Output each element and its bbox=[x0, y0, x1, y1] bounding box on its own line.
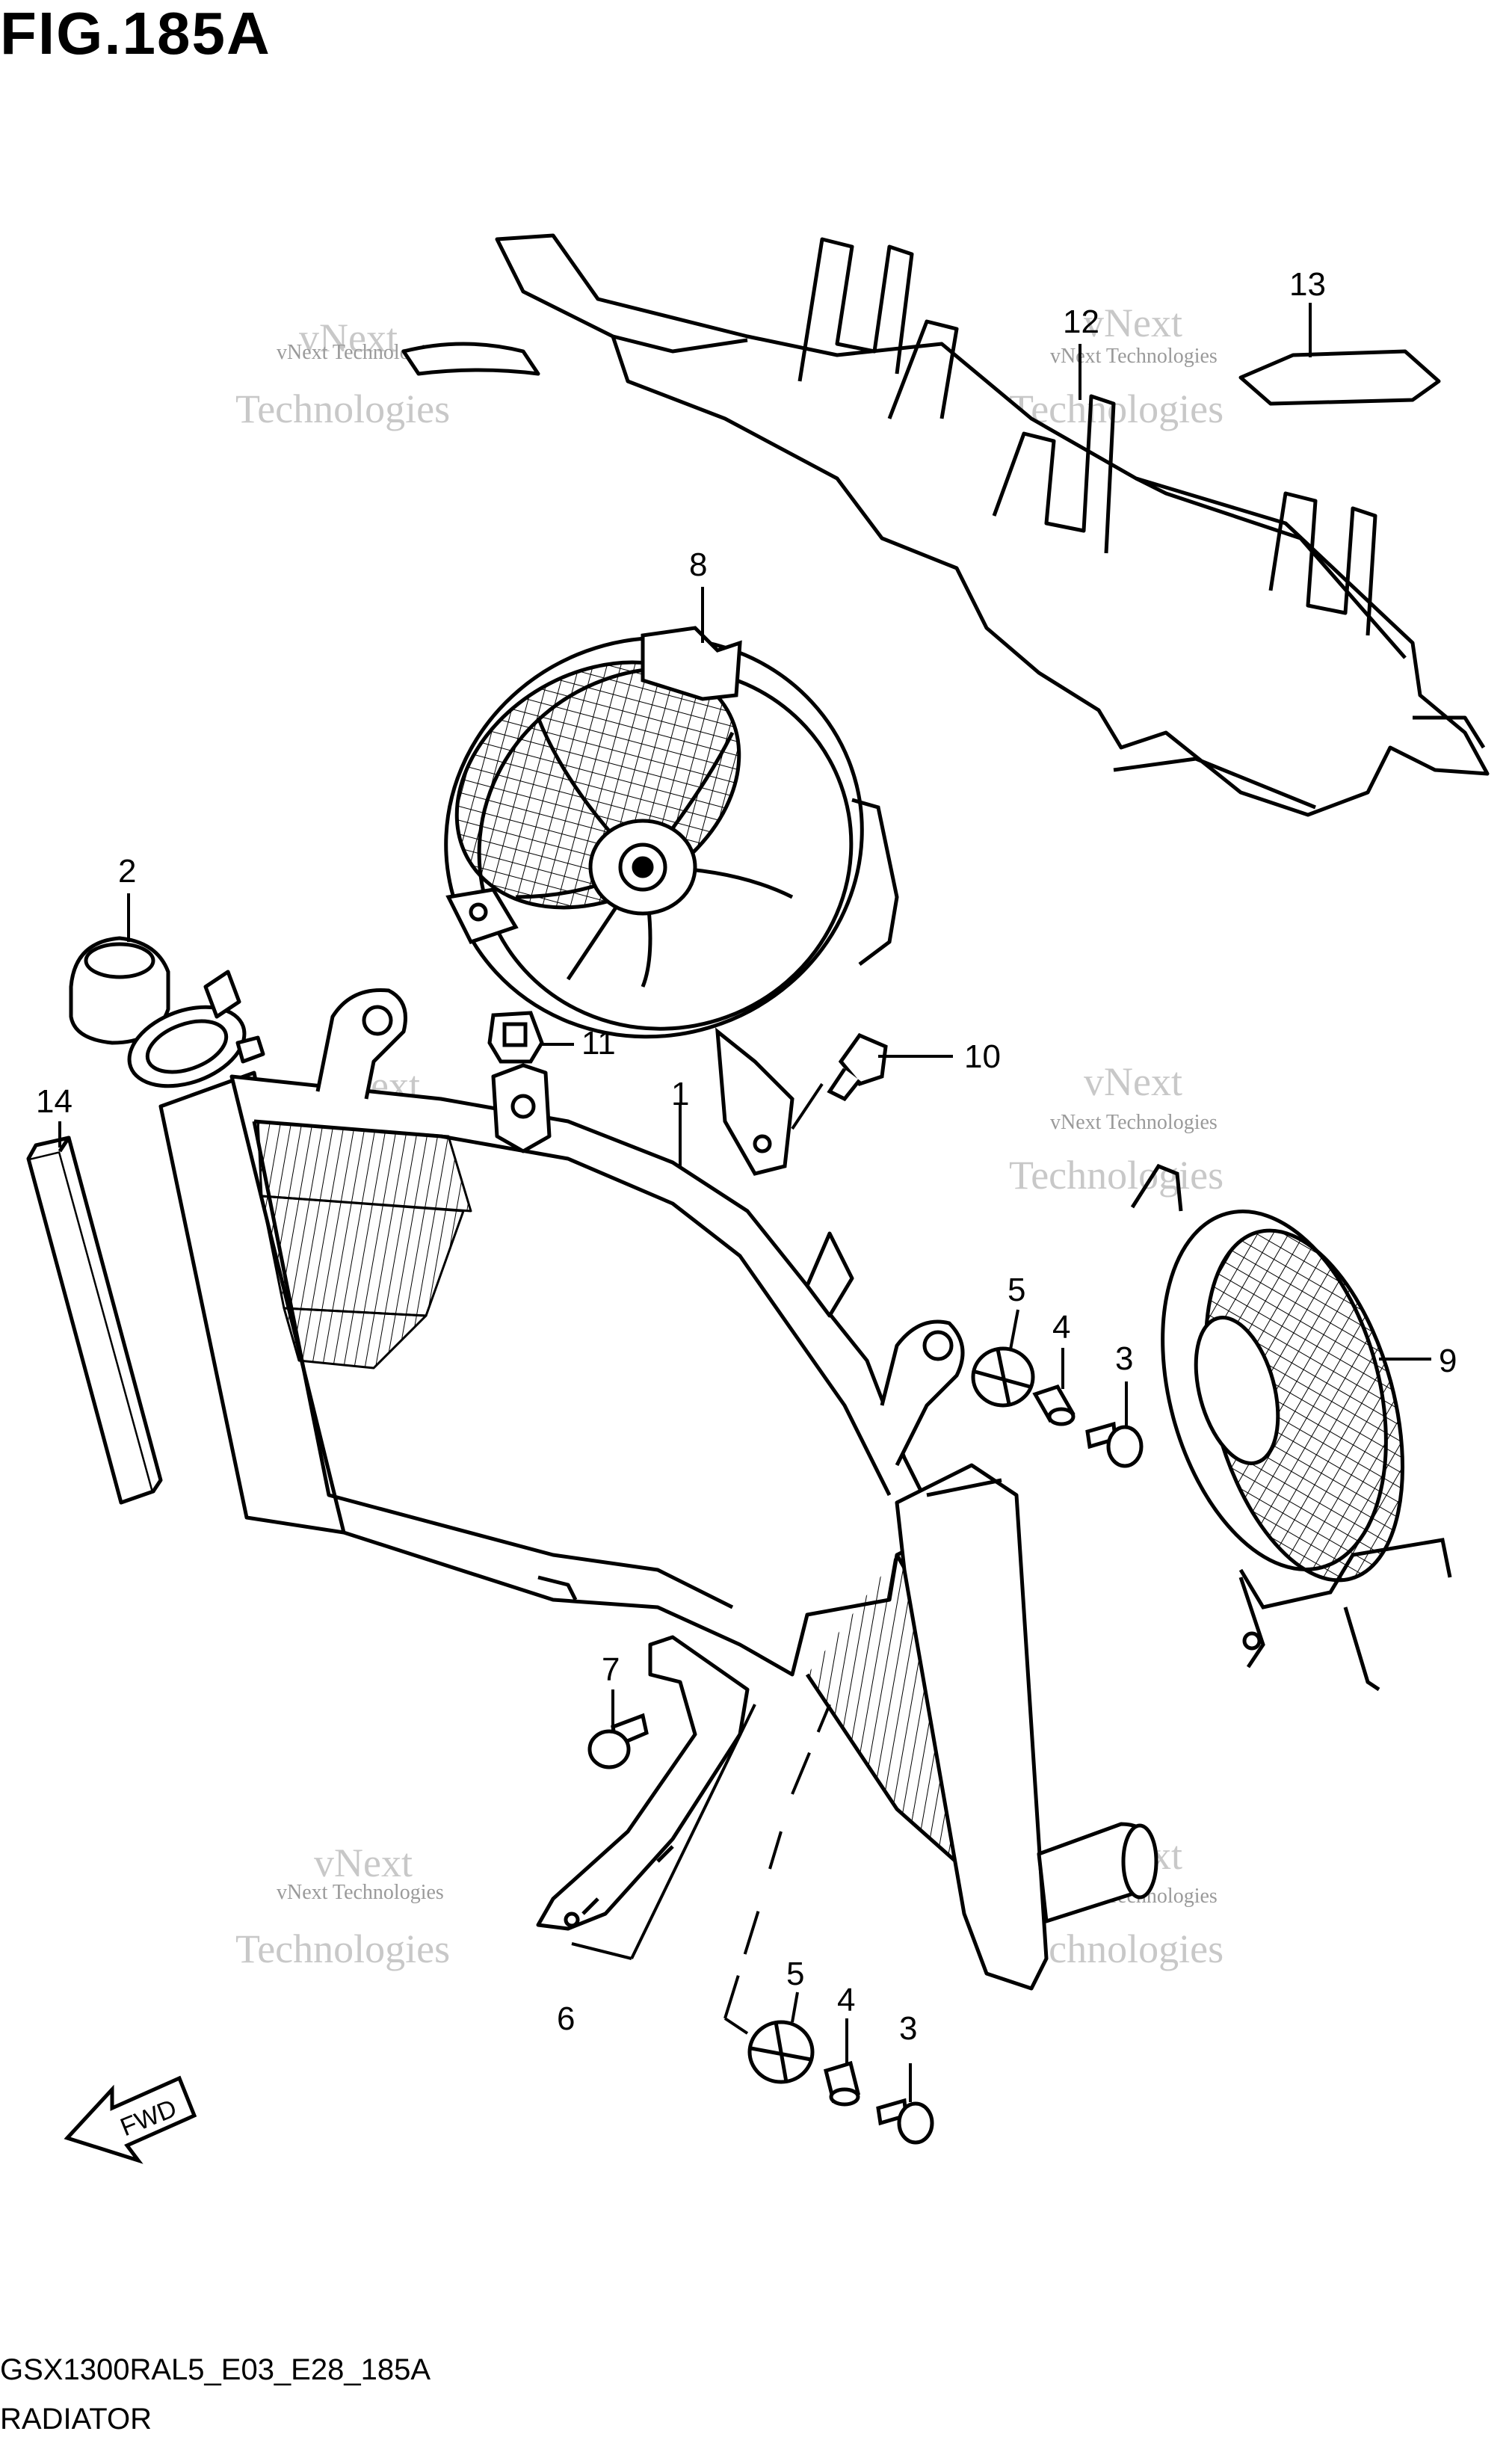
callout-11: 11 bbox=[581, 1025, 616, 1062]
radiator-core bbox=[127, 970, 1158, 1991]
svg-text:Technologies: Technologies bbox=[1009, 386, 1224, 431]
watermark-bottom-left: vNext vNext Technologies Technologies bbox=[235, 1840, 450, 1971]
callout-4-upper: 4 bbox=[1052, 1309, 1070, 1346]
callout-3-lower: 3 bbox=[899, 2010, 917, 2047]
svg-text:vNext: vNext bbox=[1084, 301, 1182, 345]
watermark-mid-right: vNext vNext Technologies Technologies bbox=[1009, 1059, 1224, 1198]
bolt-10 bbox=[827, 1032, 888, 1102]
callout-10: 10 bbox=[964, 1038, 1001, 1075]
collar-4-lower bbox=[823, 2060, 861, 2107]
bolt-3-upper bbox=[1085, 1421, 1144, 1468]
callout-9: 9 bbox=[1439, 1343, 1457, 1379]
callout-8: 8 bbox=[689, 546, 707, 583]
leader-lines bbox=[58, 303, 1431, 2102]
bolt-7 bbox=[587, 1713, 649, 1769]
nut-clip bbox=[487, 1011, 544, 1064]
callout-14: 14 bbox=[36, 1083, 72, 1120]
svg-text:Technologies: Technologies bbox=[235, 1926, 450, 1971]
cushion-5-lower bbox=[747, 2020, 815, 2084]
diagram-code: GSX1300RAL5_E03_E28_185A bbox=[0, 2353, 431, 2386]
callout-1: 1 bbox=[671, 1076, 689, 1112]
fwd-arrow-icon: FWD bbox=[64, 2075, 197, 2164]
svg-text:vNext: vNext bbox=[1084, 1059, 1182, 1104]
svg-text:vNext Technologies: vNext Technologies bbox=[1050, 1111, 1218, 1134]
callout-6: 6 bbox=[557, 2000, 575, 2037]
cooling-fan-sub bbox=[1130, 1163, 1452, 1692]
callout-5-upper: 5 bbox=[1008, 1272, 1025, 1308]
svg-text:vNext Technologies: vNext Technologies bbox=[277, 1881, 444, 1904]
callout-5-lower: 5 bbox=[786, 1956, 804, 1992]
callout-13: 13 bbox=[1289, 266, 1326, 303]
figure-title: FIG.185A bbox=[0, 0, 271, 67]
lower-bracket bbox=[536, 1635, 750, 1931]
collar-4-upper bbox=[1032, 1384, 1076, 1426]
seal-strip bbox=[1238, 349, 1441, 406]
side-strip bbox=[26, 1136, 163, 1505]
bolt-3-lower bbox=[876, 2098, 934, 2145]
diagram-name: RADIATOR bbox=[0, 2403, 152, 2436]
cushion-5-upper bbox=[971, 1346, 1035, 1408]
svg-text:vNext: vNext bbox=[314, 1840, 413, 1885]
radiator-cover bbox=[401, 233, 1490, 817]
svg-text:vNext: vNext bbox=[299, 315, 398, 360]
callout-4-lower: 4 bbox=[837, 1982, 855, 2018]
callout-12: 12 bbox=[1063, 304, 1099, 340]
callout-3-upper: 3 bbox=[1115, 1340, 1133, 1377]
svg-text:Technologies: Technologies bbox=[235, 386, 450, 431]
callout-2: 2 bbox=[118, 853, 136, 890]
callout-7: 7 bbox=[602, 1651, 620, 1688]
watermark-top-right: vNext vNext Technologies Technologies bbox=[1009, 301, 1224, 431]
callout-labels: 1 2 3 3 4 4 5 5 6 7 8 9 10 11 12 13 14 bbox=[36, 266, 1457, 2047]
radiator-cap bbox=[69, 936, 170, 1045]
cooling-fan-main bbox=[444, 626, 899, 1176]
svg-text:Technologies: Technologies bbox=[1009, 1153, 1224, 1198]
svg-text:vNext Technologies: vNext Technologies bbox=[1050, 345, 1218, 368]
